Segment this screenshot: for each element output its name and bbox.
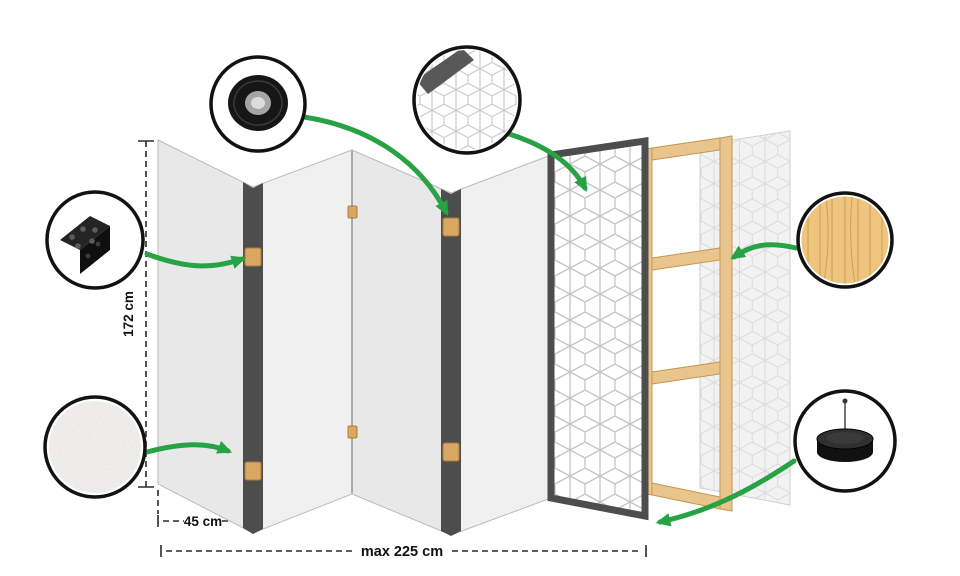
fleece-texture-icon (49, 401, 141, 493)
arrow-fleece-to-panel (144, 440, 233, 455)
frame-rung (651, 361, 721, 385)
hinge-hardware (244, 247, 262, 267)
dimension-annotations: 172 cm 45 cm max 225 cm (121, 140, 647, 560)
hinge-hardware (442, 442, 460, 462)
panel-5-patterned (547, 136, 649, 521)
height-dimension: 172 cm (121, 140, 159, 514)
fold-spine (243, 182, 263, 534)
panel-3 (351, 149, 452, 536)
fold-spine (441, 189, 461, 536)
metal-hinge-icon (60, 216, 110, 274)
arrow-pattern-to-panel (503, 130, 588, 192)
pine-wood-texture-icon (801, 196, 889, 284)
arrow-hinge-to-fold (144, 251, 247, 269)
arrow-wood-to-frame (730, 242, 799, 260)
felt-pad-foot-icon (816, 398, 874, 462)
max-width-label: max 225 cm (361, 544, 443, 560)
max-width-dimension: max 225 cm (160, 544, 647, 560)
frame-rung (651, 247, 721, 271)
hinge-hardware (347, 205, 358, 219)
frame-right-stile (719, 135, 733, 512)
panel-2 (252, 149, 353, 534)
hinge-hardware (244, 461, 262, 481)
height-label: 172 cm (121, 291, 136, 337)
pattern-sheet (699, 130, 791, 506)
panel-pattern-icon (417, 50, 517, 150)
callout-wood (796, 191, 894, 289)
callout-tape (209, 55, 307, 153)
panel-1 (157, 139, 254, 534)
screen-panels (157, 136, 649, 536)
callout-fleece (43, 395, 147, 499)
panel-4 (450, 154, 552, 536)
frame-bottom-rail (651, 482, 721, 510)
hinge-hardware (442, 217, 460, 237)
panel-width-label: 45 cm (184, 514, 222, 529)
callout-felt-pad (793, 389, 897, 493)
arrow-tape-to-fold (301, 114, 449, 217)
callout-arrows (144, 114, 799, 527)
frame-top-rail (651, 137, 721, 161)
arrow-felt-to-base (655, 458, 797, 527)
hinge-hardware (347, 425, 358, 439)
duct-tape-icon (228, 75, 288, 131)
callout-pattern (412, 45, 522, 155)
callout-hinge (45, 190, 145, 290)
callouts (43, 45, 897, 499)
